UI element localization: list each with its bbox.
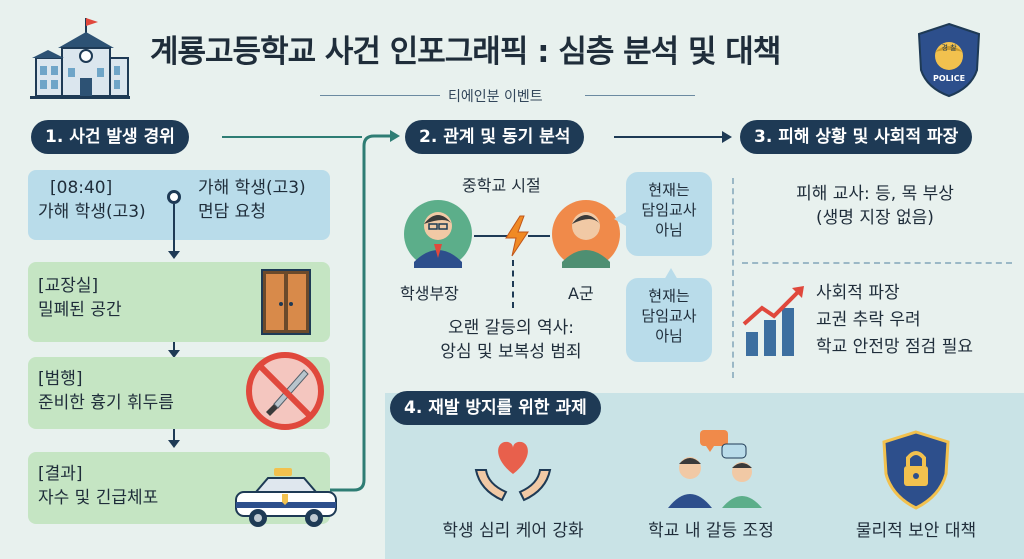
conflict-lightning-icon	[505, 215, 529, 257]
step-crime-label: [범행]	[38, 369, 83, 389]
timeline-connector-1	[173, 204, 175, 256]
step-time-side-line1: 가해 학생(고3)	[198, 178, 306, 198]
history-line2: 앙심 및 보복성 범죄	[440, 342, 582, 362]
task-psych-care-label: 학생 심리 케어 강화	[442, 521, 584, 541]
damage-line1: 피해 교사: 등, 목 부상	[796, 184, 954, 204]
bubble1-line3: 아님	[655, 221, 683, 239]
step-time-label: [08:40]	[50, 178, 113, 198]
history-line1: 오랜 갈등의 역사:	[447, 318, 574, 338]
step-result-label: [결과]	[38, 464, 83, 484]
step-time-text: 가해 학생(고3)	[38, 202, 146, 222]
door-icon	[261, 269, 311, 335]
section1-heading-line	[222, 136, 362, 138]
person-dean-label: 학생부장	[400, 284, 459, 303]
impact-line3: 학교 안전망 점검 필요	[816, 337, 973, 357]
bubble1-line2: 담임교사	[641, 201, 697, 219]
flow-connector-1-2	[330, 130, 400, 492]
damage-line2: (생명 지장 없음)	[816, 208, 934, 228]
history-text: 오랜 갈등의 역사: 앙심 및 보복성 범죄	[416, 316, 606, 364]
history-dashed-line	[512, 260, 514, 308]
task-conflict-mediation-label: 학교 내 갈등 조정	[648, 521, 774, 541]
section3-dashed-vertical	[732, 178, 734, 378]
subtitle-divider-left	[320, 95, 440, 96]
step-room-text: 밀폐된 공간	[38, 300, 122, 320]
section2-heading: 2. 관계 및 동기 분석	[405, 120, 585, 154]
caring-hands-heart-icon	[474, 441, 552, 502]
timeline-arrow-1	[168, 251, 180, 259]
step-time-side-text: 가해 학생(고3) 면담 요청	[198, 176, 306, 224]
timeline-connector-2	[173, 342, 175, 354]
bubble2-line1: 현재는	[648, 287, 690, 305]
police-badge: 경 찰 POLICE	[913, 22, 985, 98]
timeline-arrow-3	[168, 440, 180, 448]
step-crime-text: 준비한 흉기 휘두름	[38, 393, 174, 413]
subtitle-divider-right	[585, 95, 695, 96]
section3-heading: 3. 피해 상황 및 사회적 파장	[740, 120, 973, 154]
impact-text: 사회적 파장 교권 추락 우려 학교 안전망 점검 필요	[816, 280, 973, 361]
task-physical-security-label: 물리적 보안 대책	[855, 521, 977, 541]
section4-heading: 4. 재발 방지를 위한 과제	[390, 391, 601, 425]
bubble2-line2: 담임교사	[641, 307, 697, 325]
police-badge-text: POLICE	[932, 74, 966, 83]
step-room-label: [교장실]	[38, 276, 99, 296]
section2-arrow-line	[614, 136, 724, 138]
bubble-tail-2	[664, 268, 678, 280]
school-building-icon	[30, 18, 130, 99]
impact-line2: 교권 추락 우려	[816, 310, 921, 330]
student-a-avatar-icon	[552, 200, 620, 268]
bubble2-line3: 아님	[655, 327, 683, 345]
rising-chart-icon	[742, 286, 804, 356]
timeline-dot	[167, 190, 181, 204]
security-shield-lock-icon	[882, 430, 950, 510]
middle-school-label: 중학교 시절	[462, 176, 541, 195]
relation-line-left	[474, 235, 508, 237]
person-a-label: A군	[568, 284, 594, 303]
police-car-icon	[235, 468, 337, 527]
relation-line-right	[528, 235, 550, 237]
mediation-people-icon	[668, 430, 762, 508]
section2-arrow-head	[722, 131, 732, 143]
section3-dashed-divider	[742, 262, 1012, 264]
police-badge-small-text: 경 찰	[941, 44, 957, 52]
bubble-not-homeroom-2: 현재는 담임교사 아님	[626, 278, 712, 362]
timeline-connector-3	[173, 429, 175, 443]
no-knife-icon	[246, 352, 324, 430]
bubble-not-homeroom-1: 현재는 담임교사 아님	[626, 172, 712, 256]
bubble-tail-1	[614, 212, 626, 226]
page-title: 계룡고등학교 사건 인포그래픽 : 심층 분석 및 대책	[150, 34, 781, 70]
impact-line1: 사회적 파장	[816, 283, 900, 303]
student-dean-avatar-icon	[404, 200, 472, 268]
section1-heading: 1. 사건 발생 경위	[31, 120, 189, 154]
bubble1-line1: 현재는	[648, 181, 690, 199]
timeline-arrow-2	[168, 350, 180, 358]
subtitle: 티에인분 이벤트	[448, 89, 543, 105]
step-result-text: 자수 및 긴급체포	[38, 488, 159, 508]
step-time-box: [08:40] 가해 학생(고3)	[28, 170, 330, 240]
damage-text: 피해 교사: 등, 목 부상 (생명 지장 없음)	[760, 182, 990, 230]
step-time-side-line2: 면담 요청	[198, 202, 266, 222]
police-emblem-icon	[917, 22, 981, 98]
